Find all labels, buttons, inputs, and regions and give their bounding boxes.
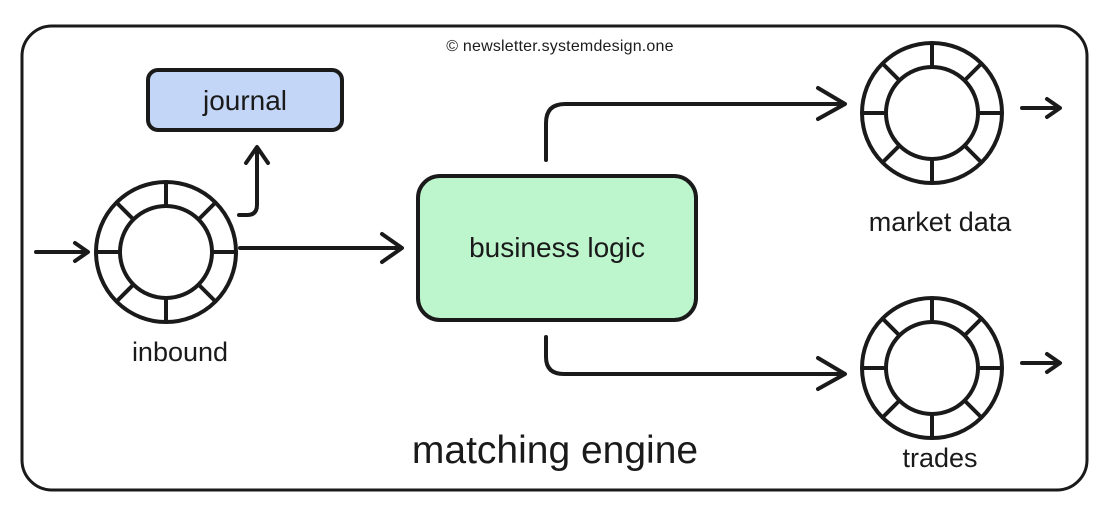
edge-business-logic-to-trades (544, 335, 847, 391)
ring-buffer-icon[interactable] (860, 296, 1004, 440)
edge-external-to-inbound (34, 241, 90, 263)
journal-box[interactable] (146, 68, 344, 132)
trades-label: trades (902, 443, 978, 473)
edge-market-data-to-external (1020, 97, 1062, 119)
business-logic-box[interactable] (416, 174, 698, 322)
journal-label: journal (202, 85, 288, 116)
ring-buffer-icon[interactable] (860, 41, 1004, 185)
edge-inbound-to-business-logic (238, 232, 404, 264)
edge-business-logic-to-market-data (544, 86, 847, 162)
market-data-label: market data (868, 207, 1012, 237)
matching-engine-boundary (20, 24, 1089, 492)
business-logic-label: business logic (469, 232, 645, 263)
edge-trades-to-external (1020, 352, 1062, 374)
ring-buffer-icon[interactable] (94, 180, 238, 324)
inbound-label: inbound (131, 337, 229, 367)
matching-engine-title: matching engine (411, 429, 699, 472)
watermark-credit: © newsletter.systemdesign.one (446, 38, 674, 55)
edge-inbound-to-journal (237, 145, 270, 217)
